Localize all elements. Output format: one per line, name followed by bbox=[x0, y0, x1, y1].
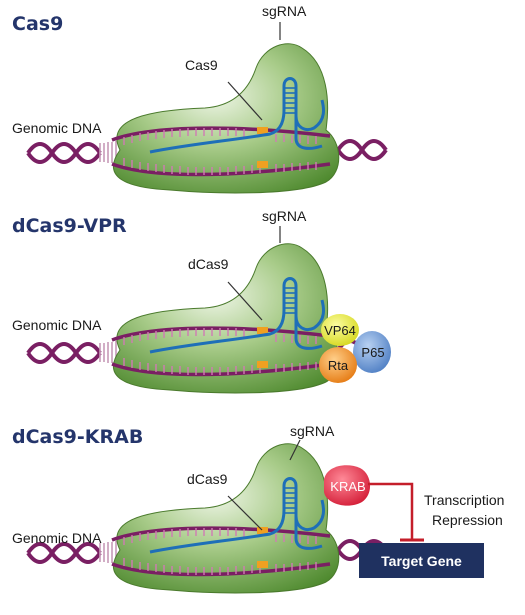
protein-label: dCas9 bbox=[187, 471, 228, 487]
protein-label: dCas9 bbox=[188, 256, 229, 272]
target-gene-box bbox=[359, 543, 484, 578]
rta-domain bbox=[319, 347, 357, 383]
dcas9-dna-complex bbox=[26, 441, 388, 595]
panel-heading: dCas9-VPR bbox=[12, 215, 127, 237]
p65-label: P65 bbox=[361, 345, 384, 360]
krab-label: KRAB bbox=[330, 479, 365, 494]
vp64-domain bbox=[321, 314, 359, 346]
dna-label: Genomic DNA bbox=[12, 530, 102, 546]
panel-heading: Cas9 bbox=[12, 13, 63, 35]
panel-cas9: Cas9 Cas9 sgRNA Genomic DNA bbox=[12, 3, 388, 195]
protein-label: Cas9 bbox=[185, 57, 218, 73]
repression-label-line2: Repression bbox=[432, 512, 503, 528]
protein-pointer bbox=[227, 81, 263, 121]
target-gene-label: Target Gene bbox=[381, 553, 462, 569]
krab-domain bbox=[324, 465, 371, 506]
repression-label-line1: Transcription bbox=[424, 492, 504, 508]
vp64-label: VP64 bbox=[324, 323, 356, 338]
panel-dcas9-vpr: dCas9-VPR dCas9 sgRNA Genomic DNA VP64 P… bbox=[12, 208, 391, 395]
rta-label: Rta bbox=[328, 358, 349, 373]
protein-pointer bbox=[227, 495, 263, 531]
dna-label: Genomic DNA bbox=[12, 120, 102, 136]
panel-heading: dCas9-KRAB bbox=[12, 426, 143, 448]
guide-label: sgRNA bbox=[290, 423, 335, 439]
guide-label: sgRNA bbox=[262, 3, 307, 19]
guide-pointer bbox=[289, 439, 301, 461]
repression-line bbox=[368, 482, 414, 540]
panel-dcas9-krab: dCas9-KRAB dCas9 sgRNA Genomic DNA KRAB … bbox=[12, 423, 504, 595]
dna-label: Genomic DNA bbox=[12, 317, 102, 333]
protein-pointer bbox=[227, 281, 263, 321]
guide-label: sgRNA bbox=[262, 208, 307, 224]
p65-domain bbox=[353, 331, 391, 373]
